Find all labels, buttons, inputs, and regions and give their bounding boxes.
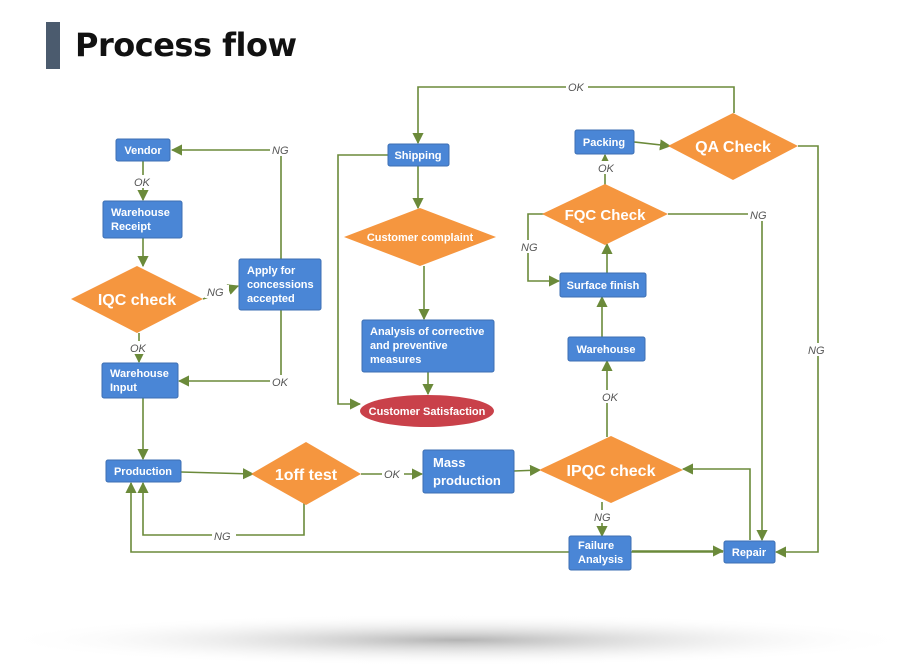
conn-concession-vendor [170,144,282,259]
conn-concession-input [177,310,282,387]
conn-shipping-satisfaction [337,154,388,410]
svg-text:Warehouse: Warehouse [111,207,170,219]
floor-shadow [0,614,915,666]
svg-text:Warehouse: Warehouse [110,368,169,380]
svg-text:Vendor: Vendor [124,145,162,157]
node-warehouse-input: Warehouse Input [101,362,179,399]
label-ng-fqc-left: NG [521,242,538,254]
svg-text:Input: Input [110,382,137,394]
svg-text:Warehouse: Warehouse [577,344,636,356]
label-ok-packing: OK [598,163,615,175]
node-packing: Packing [574,129,635,155]
node-oneoff-test: 1off test [251,442,361,505]
node-customer-complaint: Customer complaint [344,208,496,266]
svg-text:IQC check: IQC check [98,292,176,309]
conn-mass-ipqc [513,464,542,476]
svg-text:Customer Satisfaction: Customer Satisfaction [369,406,486,418]
svg-text:Mass: Mass [433,455,466,470]
svg-text:measures: measures [370,354,421,366]
label-ok-oneoff: OK [384,469,401,481]
label-ng-vendor: NG [272,145,289,157]
conn-repair-production [125,481,723,553]
svg-text:production: production [433,473,501,488]
svg-text:Analysis: Analysis [578,554,623,566]
node-surface-finish: Surface finish [559,272,647,298]
svg-text:and preventive: and preventive [370,340,448,352]
svg-text:Failure: Failure [578,540,614,552]
svg-text:Customer complaint: Customer complaint [367,232,474,244]
node-production: Production [105,459,182,483]
label-ok-warehouse: OK [602,392,619,404]
conn-production-oneoff [180,468,255,480]
conn-fqc-repair [668,213,768,542]
svg-text:1off test: 1off test [275,467,338,484]
node-fqc-check: FQC Check [542,184,668,245]
label-ok-iqc: OK [130,343,147,355]
svg-text:accepted: accepted [247,293,295,305]
edge-labels: OK NG OK NG OK OK OK NG OK NG NG OK NG N… [128,80,830,543]
svg-text:Surface finish: Surface finish [567,280,640,292]
svg-text:IPQC check: IPQC check [567,463,656,480]
node-corrective-analysis: Analysis of corrective and preventive me… [361,319,495,373]
svg-text:Production: Production [114,466,172,478]
label-ok-top: OK [568,82,585,94]
node-repair: Repair [723,540,776,564]
node-ipqc-check: IPQC check [539,436,683,503]
node-concessions: Apply for concessions accepted [238,258,322,311]
node-shipping: Shipping [387,143,450,167]
node-iqc-check: IQC check [71,266,203,333]
node-warehouse-receipt: Warehouse Receipt [102,200,183,239]
conn-packing-qa [633,139,672,151]
node-customer-satisfaction: Customer Satisfaction [360,395,494,427]
label-ng-qa: NG [808,345,825,357]
conn-repair-ipqc [681,463,751,540]
svg-text:Repair: Repair [732,547,767,559]
svg-text:Packing: Packing [583,137,625,149]
svg-text:Apply for: Apply for [247,265,296,277]
svg-text:QA Check: QA Check [695,139,771,156]
node-warehouse: Warehouse [567,336,646,362]
node-failure-analysis: Failure Analysis [568,535,632,571]
node-mass-production: Mass production [422,449,515,494]
node-qa-check: QA Check [668,113,798,180]
label-ng-fqc-right: NG [750,210,767,222]
svg-text:Analysis of corrective: Analysis of corrective [370,326,484,338]
svg-text:FQC Check: FQC Check [565,207,647,224]
title-accent-bar [46,22,60,69]
label-ng-ipqc: NG [594,512,611,524]
node-vendor: Vendor [115,138,171,162]
label-ng-oneoff: NG [214,531,231,543]
label-ok-vendor: OK [134,177,151,189]
page-title: Process flow [75,26,297,64]
label-ng-iqc: NG [207,287,224,299]
conn-oneoff-production [137,481,305,536]
svg-text:Shipping: Shipping [394,150,441,162]
label-ok-concession: OK [272,377,289,389]
svg-text:Receipt: Receipt [111,221,151,233]
svg-text:concessions: concessions [247,279,314,291]
